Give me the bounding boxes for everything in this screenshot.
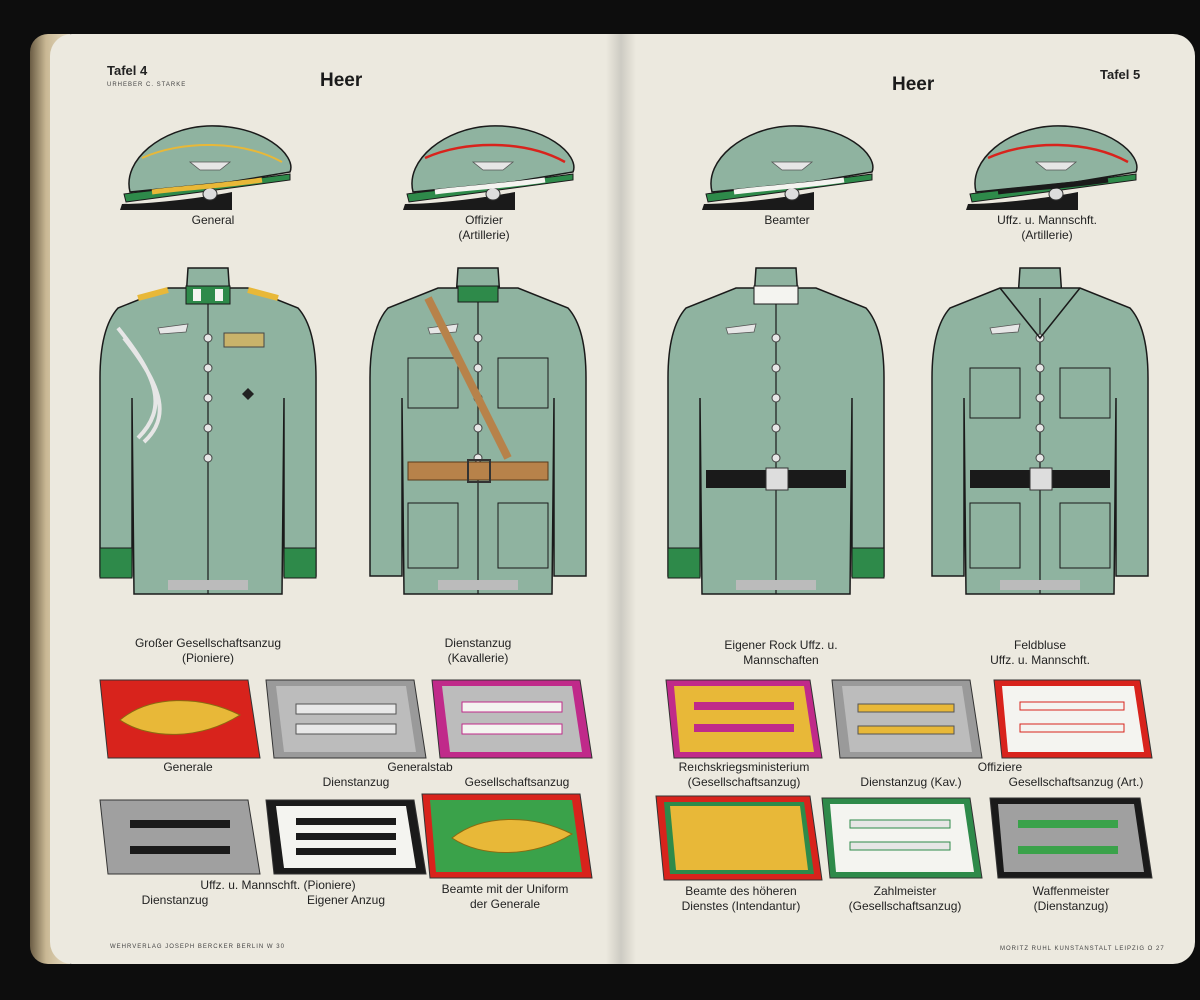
tab-label-gesellschaftsanzug: Gesellschaftsanzug bbox=[464, 775, 570, 789]
tab-label-reichs-sub: (Gesellschaftsanzug) bbox=[687, 775, 801, 789]
cap-label-offizier: Offizier (Artillerie) bbox=[424, 213, 544, 243]
jacket-label-gross-text: Großer Gesellschaftsanzug bbox=[134, 636, 282, 650]
jacket-label-dienst-sub: (Kavallerie) bbox=[447, 651, 509, 665]
cap-label-offizier-text: Offizier bbox=[465, 213, 503, 227]
grosser-gesellschaftsanzug-jacket bbox=[99, 267, 317, 595]
collar-tab-uffz-dienstanzug bbox=[99, 799, 261, 875]
tab-label-beamte-sub: der Generale bbox=[469, 897, 541, 911]
tab-label-dienstanzug: Dienstanzug bbox=[322, 775, 390, 789]
left-page-title: Heer bbox=[320, 70, 363, 91]
tab-label-beamte-hoeh: Beamte des höheren Dienstes (Intendantur… bbox=[666, 884, 816, 914]
jacket-label-dienst-text: Dienstanzug bbox=[444, 636, 512, 650]
tab-label-waffen-sub: (Dienstanzug) bbox=[1033, 899, 1109, 913]
jacket-label-feld-sub: Uffz. u. Mannschft. bbox=[990, 653, 1090, 667]
cap-label-uffz: Uffz. u. Mannschft. (Artillerie) bbox=[972, 213, 1122, 243]
tafel-5-label: Tafel 5 bbox=[1100, 67, 1141, 82]
tab-label-waffen: Waffenmeister (Dienstanzug) bbox=[996, 884, 1146, 914]
jacket-label-dienst: Dienstanzug (Kavallerie) bbox=[418, 636, 538, 666]
collar-tab-gesellschaftsanzug-art bbox=[993, 679, 1153, 759]
cap-label-uffz-text: Uffz. u. Mannschft. bbox=[997, 213, 1097, 227]
right-page-title: Heer bbox=[892, 74, 935, 95]
jacket-label-rock-sub: Mannschaften bbox=[743, 653, 819, 667]
cap-label-uffz-sub: (Artillerie) bbox=[1021, 228, 1073, 242]
cap-label-offizier-sub: (Artillerie) bbox=[458, 228, 510, 242]
cap-label-beamter: Beamter bbox=[764, 213, 810, 227]
collar-tab-waffenmeister bbox=[989, 797, 1153, 879]
collar-tab-beamte-hoeheren bbox=[655, 795, 823, 881]
jacket-label-gross: Großer Gesellschaftsanzug (Pioniere) bbox=[118, 636, 298, 666]
tab-label-beamte-text: Beamte mit der Uniform bbox=[441, 882, 569, 896]
collar-tab-dienstanzug bbox=[265, 679, 427, 759]
jacket-label-rock: Eigener Rock Uffz. u. Mannschaften bbox=[706, 638, 856, 668]
tab-label-zahl-sub: (Gesellschaftsanzug) bbox=[848, 899, 962, 913]
dienstanzug-kavallerie-jacket bbox=[369, 267, 587, 595]
collar-tab-generale bbox=[99, 679, 261, 759]
tab-label-eigener: Eigener Anzug bbox=[306, 893, 386, 907]
tab-label-beamte-hoeh-sub: Dienstes (Intendantur) bbox=[681, 899, 801, 913]
tab-label-zahl: Zahlmeister (Gesellschaftsanzug) bbox=[830, 884, 980, 914]
jacket-label-feld-text: Feldbluse bbox=[1013, 638, 1067, 652]
collar-tab-dienstanzug-kav bbox=[831, 679, 983, 759]
printer-footer: MORITZ RUHL KUNSTANSTALT LEIPZIG O 27 bbox=[1000, 946, 1165, 952]
tab-label-dienstanzug-2: Dienstanzug bbox=[141, 893, 209, 907]
general-cap-illustration bbox=[112, 100, 302, 210]
tab-label-dienst-kav: Dienstanzug (Kav.) bbox=[860, 775, 962, 789]
uffz-cap-illustration bbox=[958, 100, 1148, 210]
artist-credit: URHEBER C. STARKE bbox=[107, 82, 187, 88]
tab-label-offiziere: Offiziere bbox=[977, 760, 1023, 774]
tab-label-reichs: Reıchskriegsministerium (Gesellschaftsan… bbox=[666, 760, 822, 790]
tab-label-uffz: Uffz. u. Mannschft. (Pioniere) bbox=[200, 878, 356, 892]
tab-label-beamte: Beamte mit der Uniform der Generale bbox=[420, 882, 590, 912]
tab-label-generalstab: Generalstab bbox=[387, 760, 453, 774]
tab-label-reichs-text: Reıchskriegsministerium bbox=[678, 760, 810, 774]
eigener-rock-jacket bbox=[667, 267, 885, 595]
collar-tab-beamte-generale bbox=[421, 793, 593, 879]
tab-label-beamte-hoeh-text: Beamte des höheren bbox=[685, 884, 797, 898]
tab-label-zahl-text: Zahlmeister bbox=[873, 884, 937, 898]
cap-label-general: General bbox=[191, 213, 235, 227]
tab-label-waffen-text: Waffenmeister bbox=[1032, 884, 1110, 898]
jacket-label-feld: Feldbluse Uffz. u. Mannschft. bbox=[970, 638, 1110, 668]
tab-label-generale: Generale bbox=[163, 760, 213, 774]
jacket-label-gross-sub: (Pioniere) bbox=[181, 651, 235, 665]
collar-tab-reichskriegsministerium bbox=[665, 679, 823, 759]
tafel-4-label: Tafel 4 bbox=[107, 63, 148, 78]
feldbluse-jacket bbox=[931, 267, 1149, 595]
collar-tab-gesellschaftsanzug bbox=[431, 679, 593, 759]
collar-tab-zahlmeister bbox=[821, 797, 983, 879]
publisher-footer: WEHRVERLAG JOSEPH BERCKER BERLIN W 30 bbox=[110, 944, 285, 950]
tab-label-gesell-art: Gesellschaftsanzug (Art.) bbox=[1008, 775, 1144, 789]
beamter-cap-illustration bbox=[694, 100, 884, 210]
jacket-label-rock-text: Eigener Rock Uffz. u. bbox=[724, 638, 838, 652]
officer-cap-illustration bbox=[395, 100, 585, 210]
collar-tab-eigener-anzug bbox=[265, 799, 427, 875]
page-gutter bbox=[606, 34, 636, 964]
